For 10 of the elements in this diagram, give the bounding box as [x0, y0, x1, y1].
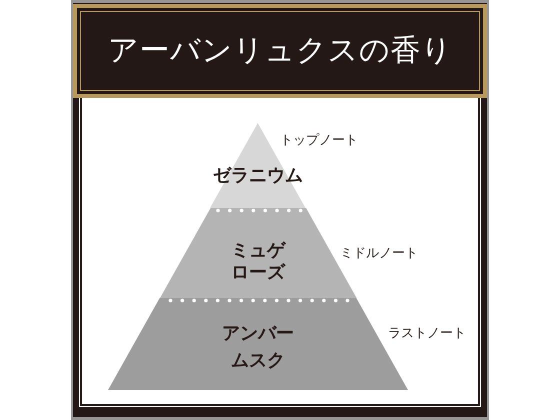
note-ingredient: アンバー: [222, 322, 294, 344]
note-ingredient: ローズ: [230, 261, 285, 283]
note-ingredient: ゼラニウム: [212, 164, 303, 186]
note-ingredient: ムスク: [231, 349, 285, 371]
note-ingredient: ミュゲ: [230, 239, 285, 261]
note-label: ラストノート: [388, 325, 466, 341]
pyramid-tier: [160, 208, 356, 298]
note-label: ミドルノート: [340, 245, 418, 261]
title-text: アーバンリュクスの香り: [108, 33, 452, 69]
note-label: トップノート: [280, 132, 358, 148]
